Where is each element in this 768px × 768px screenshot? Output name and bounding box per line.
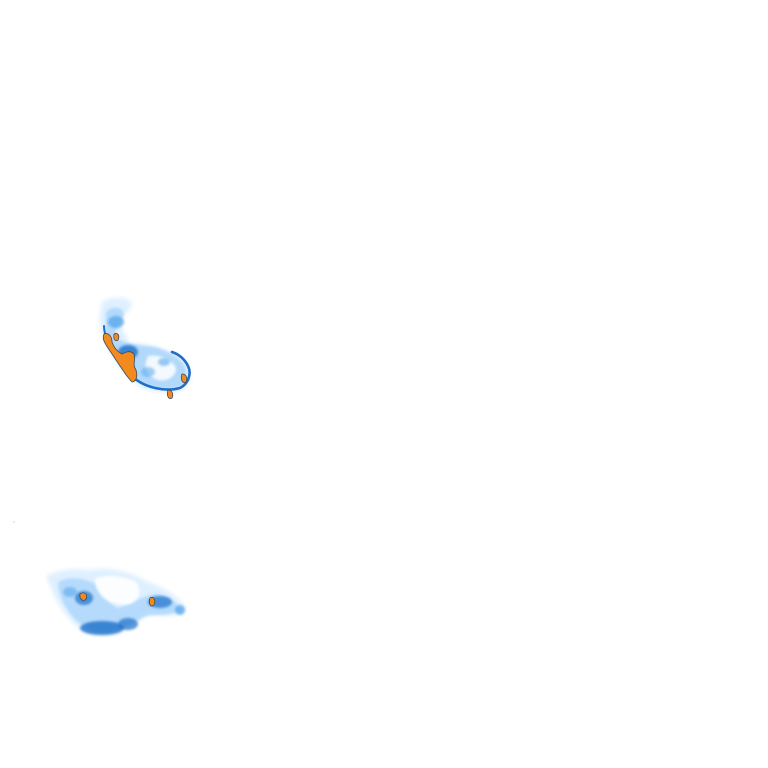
north-cluster	[99, 297, 191, 399]
south-cluster-patch	[80, 621, 124, 635]
south-highlight	[79, 592, 87, 601]
south-cluster	[46, 568, 186, 636]
north-highlight	[180, 373, 188, 383]
north-highlight	[113, 333, 120, 342]
south-cluster-body	[58, 578, 180, 632]
north-cluster-patch	[141, 367, 155, 377]
south-cluster-gap	[95, 575, 140, 605]
south-cluster-patch	[118, 618, 138, 630]
north-cluster-patch	[158, 358, 170, 366]
south-cluster-patch	[63, 587, 77, 597]
north-cluster-rim	[132, 350, 191, 391]
stray-speck	[13, 521, 15, 523]
south-cluster-patch	[175, 605, 185, 615]
north-highlight	[166, 389, 174, 399]
north-highlight	[102, 333, 138, 383]
north-cluster-patch	[108, 316, 124, 328]
south-highlight	[148, 597, 156, 607]
